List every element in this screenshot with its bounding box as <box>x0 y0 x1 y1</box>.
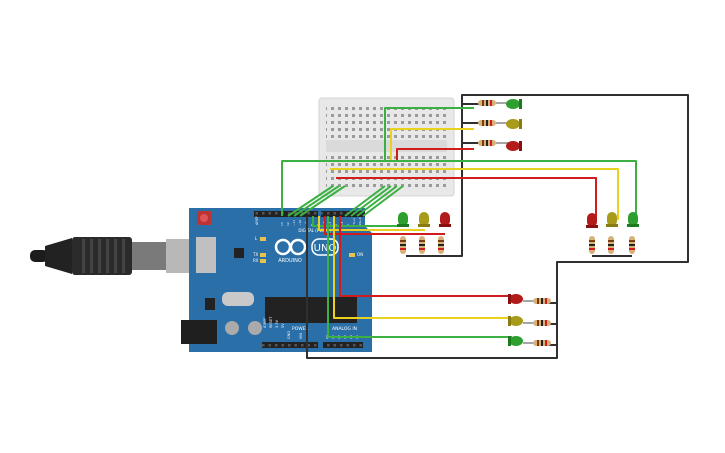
voltage-regulator <box>205 298 215 310</box>
resistor-middle-2[interactable] <box>419 236 425 254</box>
digital-pin-label: 13 <box>280 222 284 226</box>
led-yellow-right[interactable] <box>606 212 618 227</box>
led-green-middle[interactable] <box>397 212 409 227</box>
led-group-top <box>478 99 522 151</box>
resistor-top-2[interactable] <box>478 120 496 126</box>
digital-label: DIGITAL (PWM~) <box>298 228 332 233</box>
aref-label: AREF <box>255 216 259 225</box>
led-red-bottom[interactable] <box>508 294 523 304</box>
wire-yellow-right[interactable] <box>330 168 619 220</box>
wire-green-right[interactable] <box>281 160 637 220</box>
power-label: POWER <box>292 326 309 332</box>
resistor-top-3[interactable] <box>478 140 496 146</box>
resistor-bottom-1[interactable] <box>533 298 551 304</box>
wires <box>281 94 689 359</box>
arduino-uno-board[interactable]: ARDUINO UNO DIGITAL (PWM~) POWER ANALOG … <box>181 208 372 352</box>
wire-yellow-bottom[interactable] <box>333 216 512 319</box>
led-yellow-middle[interactable] <box>418 212 430 227</box>
rx-label: RX <box>253 258 259 263</box>
digital-header-left[interactable] <box>254 211 318 217</box>
resistor-top-1[interactable] <box>478 100 496 106</box>
resistor-right-1[interactable] <box>589 236 595 254</box>
small-chip <box>234 248 244 258</box>
model-label: UNO <box>314 243 337 254</box>
breadboard[interactable] <box>318 97 455 197</box>
led-green-bottom[interactable] <box>508 336 523 346</box>
usb-cable[interactable] <box>30 237 196 275</box>
capacitor-1 <box>225 321 239 335</box>
digital-pin-label: TX→1 <box>352 218 356 227</box>
power-jack <box>181 320 217 344</box>
led-group-right <box>586 212 639 254</box>
resistor-middle-1[interactable] <box>400 236 406 254</box>
wire-green-bottom[interactable] <box>327 216 512 338</box>
v33-label: 3.3V <box>275 319 279 328</box>
power-header[interactable] <box>262 342 318 348</box>
wire-red-top[interactable] <box>396 148 474 160</box>
ioref-label: IOREF <box>263 318 267 328</box>
wire-yellow-top[interactable] <box>390 128 474 160</box>
digital-header-right[interactable] <box>321 211 365 217</box>
atmega-chip <box>265 297 357 323</box>
reset-label: RESET <box>269 316 273 328</box>
vin-label: VIN <box>299 333 303 339</box>
resistor-right-3[interactable] <box>629 236 635 254</box>
usb-port <box>196 237 216 273</box>
resistor-bottom-3[interactable] <box>533 340 551 346</box>
digital-pin-label: ~5 <box>328 221 332 226</box>
on-label: ON <box>357 252 363 257</box>
led-yellow-top[interactable] <box>506 119 522 129</box>
led-red-middle[interactable] <box>439 212 451 227</box>
digital-pin-label: ~11 <box>292 220 296 226</box>
led-yellow-bottom[interactable] <box>508 316 523 326</box>
digital-pin-label: RX←0 <box>358 217 362 226</box>
led-group-bottom <box>508 294 551 346</box>
capacitor-2 <box>248 321 262 335</box>
arduino-logo <box>274 238 339 256</box>
led-resistor-groups <box>397 99 639 346</box>
wire-red-bottom[interactable] <box>339 216 512 297</box>
l-label: L <box>255 236 258 241</box>
tx-label: TX <box>252 252 258 257</box>
analog-header[interactable] <box>323 342 363 348</box>
wire-black-ground[interactable] <box>306 94 689 359</box>
analog-label: ANALOG IN <box>332 326 357 332</box>
resistor-middle-3[interactable] <box>438 236 444 254</box>
resistor-bottom-2[interactable] <box>533 320 551 326</box>
wire-green-middle[interactable] <box>312 216 403 227</box>
led-red-right[interactable] <box>586 213 598 228</box>
brand-label: ARDUINO <box>278 258 302 264</box>
gnd-label: GND <box>287 331 291 339</box>
led-green-right[interactable] <box>627 212 639 227</box>
wire-yellow-middle[interactable] <box>318 216 425 231</box>
crystal <box>222 292 254 306</box>
digital-pin-label: 12 <box>286 222 290 226</box>
led-group-middle <box>397 212 451 254</box>
wire-green-top[interactable] <box>384 107 474 160</box>
led-green-top[interactable] <box>506 99 522 109</box>
wire-red-right[interactable] <box>336 177 597 220</box>
resistor-right-2[interactable] <box>608 236 614 254</box>
digital-pin-label: ~10 <box>298 220 302 226</box>
wire-red-middle[interactable] <box>324 216 445 235</box>
v5-label: 5V <box>281 323 285 328</box>
digital-pin-label: ~3 <box>340 221 344 226</box>
led-red-top[interactable] <box>506 141 522 151</box>
